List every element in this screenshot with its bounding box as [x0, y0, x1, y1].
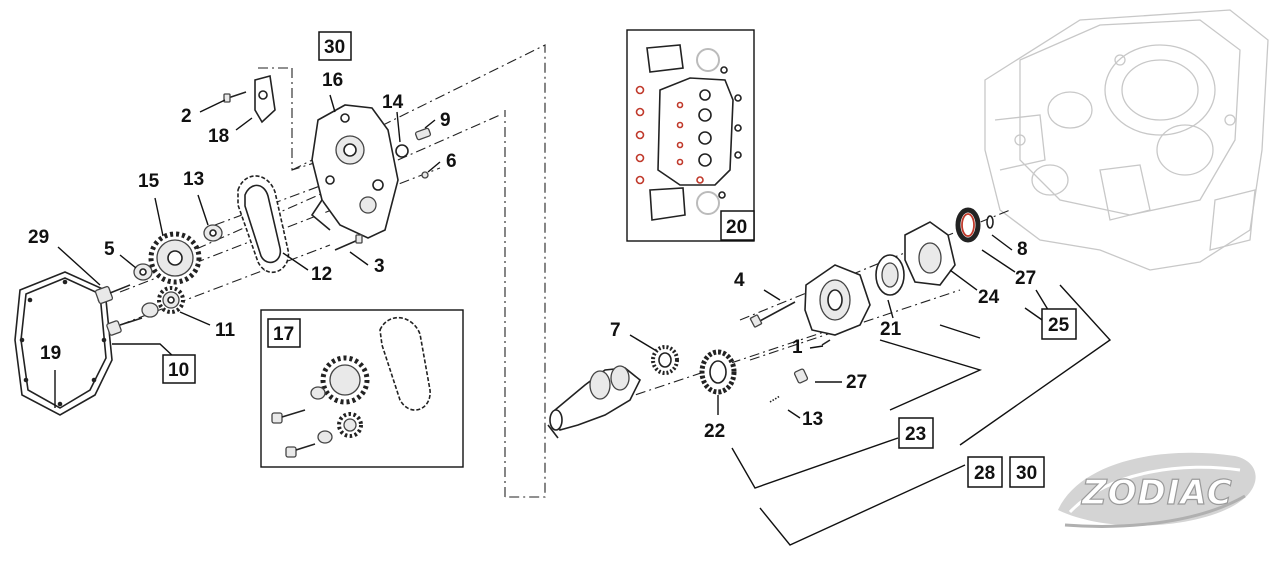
boxed-label-30-bottom: 30: [1016, 463, 1037, 484]
zodiac-logo-text: ZODIAC: [1081, 473, 1233, 513]
label-part-16: 16: [322, 70, 343, 91]
label-part-1: 1: [792, 337, 803, 358]
leader-lines: [54, 94, 1112, 546]
oil-pump-assembly: [699, 207, 994, 403]
label-part-24: 24: [978, 287, 1000, 308]
boxed-label-30-top: 30: [324, 37, 345, 58]
gasket-kit-20-inset: [626, 29, 755, 242]
label-part-7: 7: [610, 320, 621, 341]
label-part-12: 12: [311, 264, 332, 285]
boxed-label-28: 28: [974, 463, 995, 484]
label-part-18: 18: [208, 126, 229, 147]
label-part-9: 9: [440, 110, 451, 131]
label-part-19: 19: [40, 343, 61, 364]
label-part-21: 21: [880, 319, 902, 340]
label-part-11: 11: [215, 320, 236, 341]
kit-17-inset: [260, 309, 464, 468]
sprocket-large: [148, 231, 202, 285]
label-part-13a: 13: [183, 169, 204, 190]
boxed-label-20: 20: [726, 217, 747, 238]
boxed-label-23: 23: [905, 424, 926, 445]
boxed-labels: 30 10 17 20 23 25 28 30: [162, 31, 1077, 488]
boxed-label-25: 25: [1048, 315, 1070, 336]
label-part-27b: 27: [846, 372, 867, 393]
label-part-13b: 13: [802, 409, 823, 430]
camshaft: [547, 345, 679, 439]
label-part-29: 29: [28, 227, 49, 248]
label-part-27a: 27: [1015, 268, 1036, 289]
drive-chain: [237, 175, 290, 274]
label-part-8: 8: [1017, 239, 1028, 260]
label-part-14: 14: [382, 92, 404, 113]
label-part-2: 2: [181, 106, 192, 127]
zodiac-logo: ZODIAC: [1058, 452, 1256, 528]
label-part-5: 5: [104, 239, 115, 260]
label-part-22: 22: [704, 421, 725, 442]
cam-plate-small-parts: [223, 74, 432, 251]
boxed-label-17: 17: [273, 324, 294, 345]
boxed-label-10: 10: [168, 360, 189, 381]
label-part-6: 6: [446, 151, 457, 172]
label-part-3: 3: [374, 256, 385, 277]
engine-case-outline: [984, 9, 1269, 271]
left-hardware: [94, 224, 223, 336]
part-labels: 2 18 16 14 9 6 15 13 29 5 3 12 11 19 4 7…: [28, 70, 1036, 442]
cover-gasket: [14, 271, 113, 416]
cam-support-plate: [310, 104, 399, 239]
sprocket-small: [157, 286, 185, 314]
label-part-15: 15: [138, 171, 160, 192]
label-part-4: 4: [734, 270, 745, 291]
